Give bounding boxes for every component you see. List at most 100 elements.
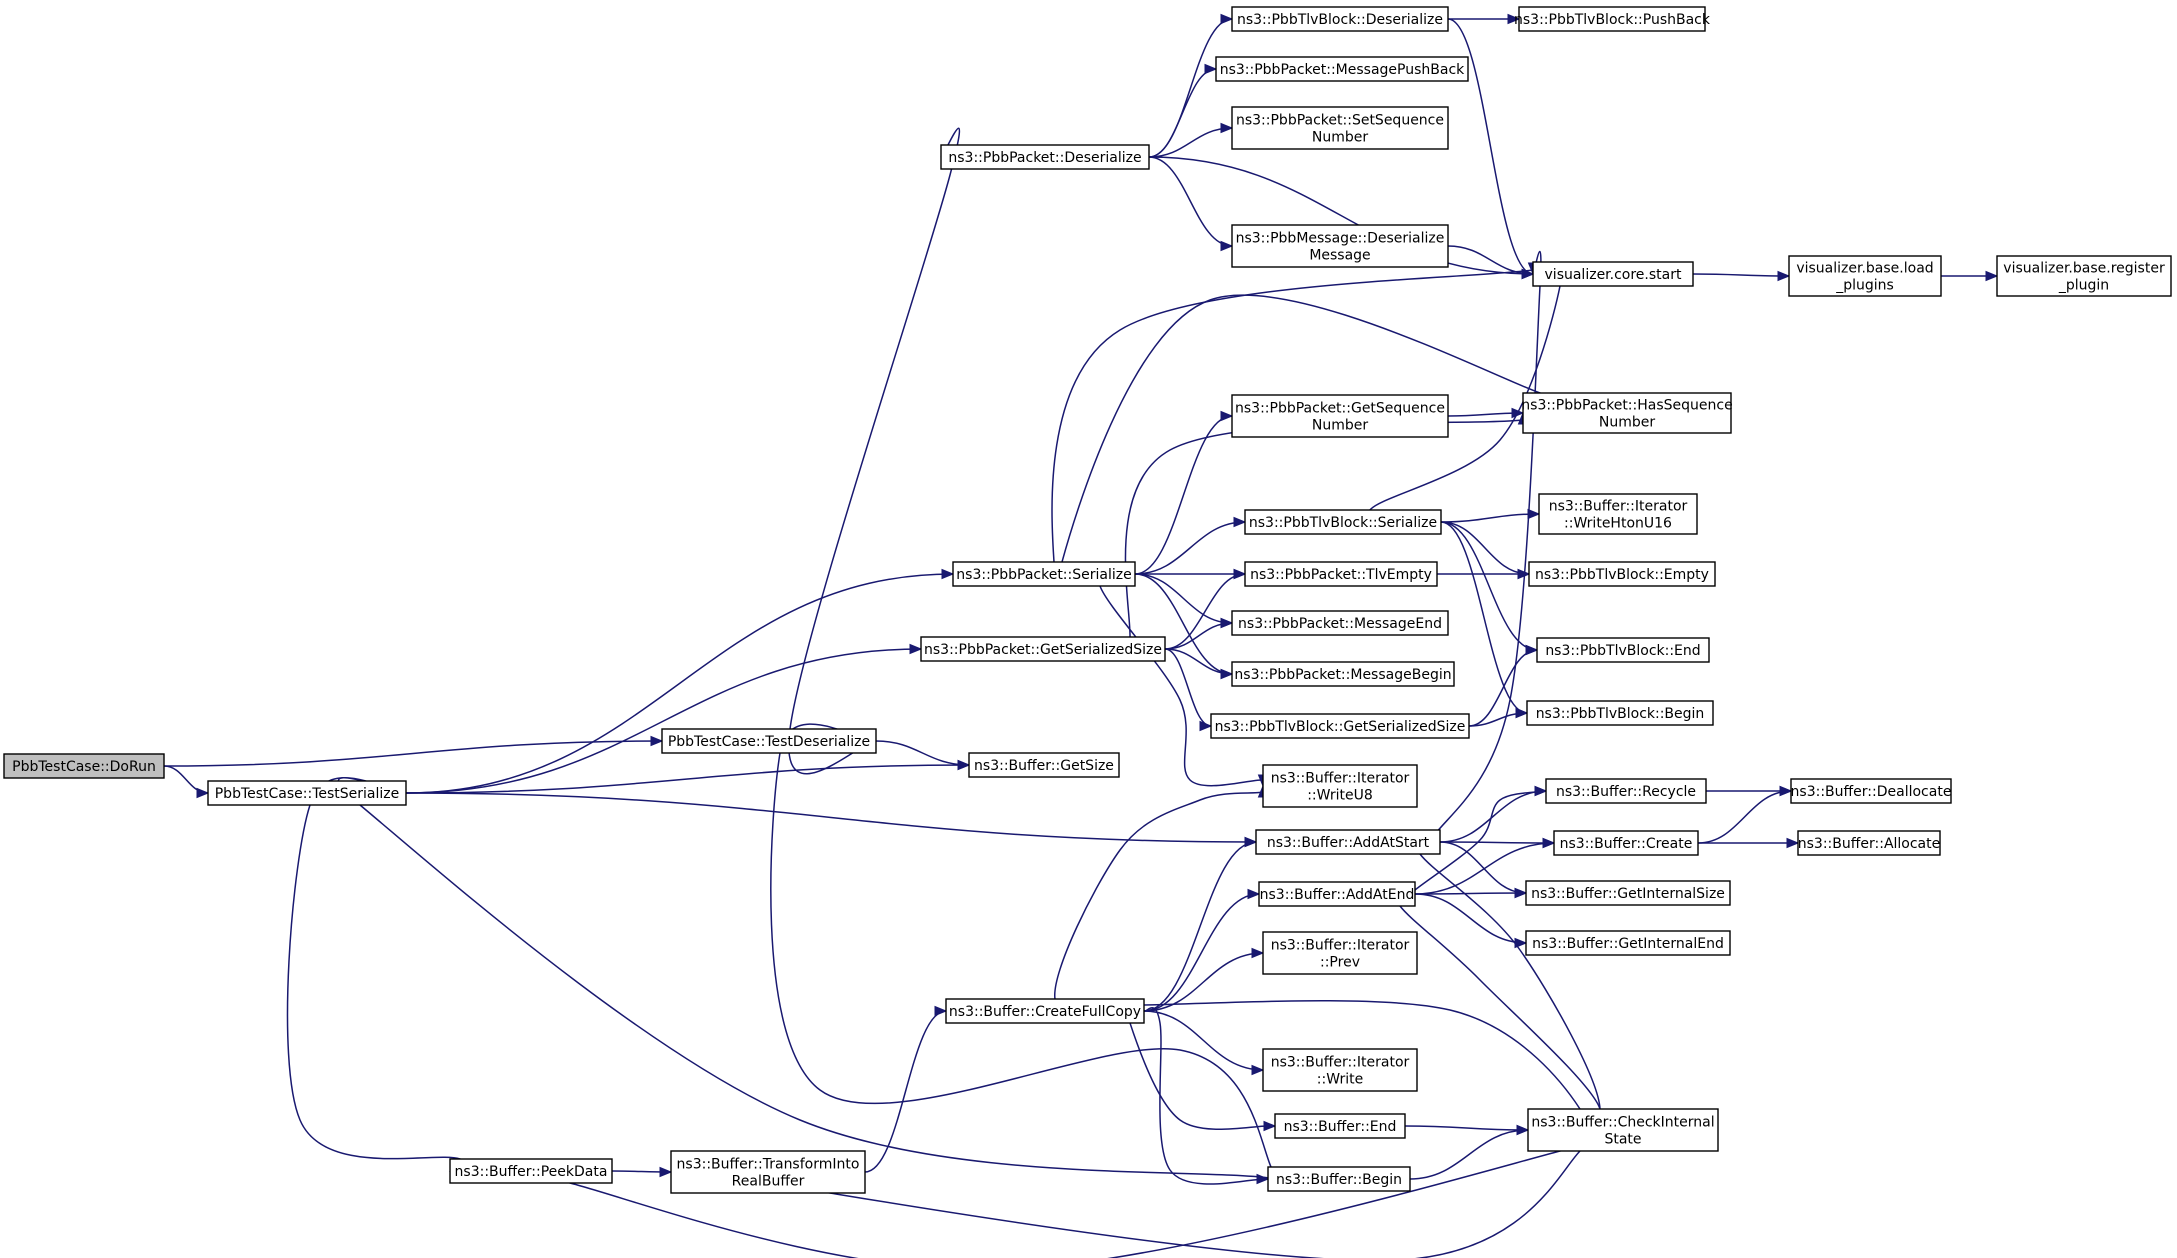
edge-create-to-deallocate — [1697, 785, 1793, 844]
node-label: Number — [1312, 130, 1368, 146]
node-pkt-serialize[interactable]: ns3::PbbPacket::Serialize — [952, 561, 1136, 587]
node-msgend[interactable]: ns3::PbbPacket::MessageEnd — [1231, 610, 1449, 636]
edge-line — [1148, 127, 1233, 158]
edge-pkt-serialize-to-msgbegin — [1134, 573, 1234, 680]
node-register-plugin[interactable]: visualizer.base.register_plugin — [1996, 255, 2172, 297]
node-box — [1525, 930, 1731, 956]
arrowhead-icon — [1527, 508, 1541, 520]
node-writehtonu16[interactable]: ns3::Buffer::Iterator::WriteHtonU16 — [1538, 493, 1698, 535]
edge-line — [1148, 18, 1233, 158]
node-tlv-deserialize[interactable]: ns3::PbbTlvBlock::Deserialize — [1231, 6, 1449, 32]
node-buf-begin[interactable]: ns3::Buffer::Begin — [1267, 1166, 1411, 1192]
node-testdeserialize[interactable]: PbbTestCase::TestDeserialize — [661, 728, 877, 754]
node-label: ns3::Buffer::Recycle — [1556, 784, 1696, 800]
node-label: _plugins — [1835, 278, 1894, 294]
node-msg-pushback[interactable]: ns3::PbbPacket::MessagePushBack — [1215, 56, 1469, 82]
node-tlv-begin[interactable]: ns3::PbbTlvBlock::Begin — [1526, 700, 1714, 726]
node-getinternalend[interactable]: ns3::Buffer::GetInternalEnd — [1525, 930, 1731, 956]
node-writeu8[interactable]: ns3::Buffer::Iterator::WriteU8 — [1262, 764, 1418, 808]
edge-testserialize-to-pkt-serialize — [405, 568, 955, 794]
edge-buf-end-to-checkinternal — [1404, 1124, 1530, 1136]
node-box — [1215, 56, 1469, 82]
node-addatend[interactable]: ns3::Buffer::AddAtEnd — [1258, 881, 1416, 907]
node-label: ns3::PbbTlvBlock::End — [1545, 643, 1700, 659]
node-label: ns3::PbbPacket::GetSerializedSize — [924, 642, 1162, 658]
node-recycle[interactable]: ns3::Buffer::Recycle — [1545, 778, 1707, 804]
edge-line — [1447, 245, 1534, 275]
node-peekdata[interactable]: ns3::Buffer::PeekData — [449, 1158, 613, 1184]
node-tlv-serialize[interactable]: ns3::PbbTlvBlock::Serialize — [1244, 509, 1442, 535]
edge-createfullcopy-to-addatend — [1143, 888, 1261, 1012]
node-pkt-deserialize[interactable]: ns3::PbbPacket::Deserialize — [940, 144, 1150, 170]
node-create[interactable]: ns3::Buffer::Create — [1553, 830, 1699, 856]
edge-line — [1143, 893, 1260, 1012]
node-box — [1231, 610, 1449, 636]
node-testserialize[interactable]: PbbTestCase::TestSerialize — [207, 780, 407, 806]
node-label: _plugin — [2058, 278, 2109, 294]
node-box — [1262, 764, 1418, 808]
node-tlv-end[interactable]: ns3::PbbTlvBlock::End — [1536, 637, 1710, 663]
edge-testserialize-to-pkt-getsize — [405, 643, 923, 794]
node-label: ::WriteU8 — [1307, 788, 1373, 804]
edge-createfullcopy-to-addatstart — [1143, 836, 1258, 1012]
edge-line — [875, 740, 970, 766]
node-core-start[interactable]: visualizer.core.start — [1532, 261, 1694, 287]
node-allocate[interactable]: ns3::Buffer::Allocate — [1797, 830, 1941, 856]
edge-pkt-serialize-to-msgend — [1134, 573, 1234, 629]
arrowhead-icon — [957, 759, 971, 771]
edge-peekdata-to-checkinternal — [547, 1129, 1594, 1258]
node-tlv-getsize[interactable]: ns3::PbbTlvBlock::GetSerializedSize — [1210, 713, 1470, 739]
edge-msg-deserialize-to-core-start — [1447, 245, 1535, 280]
node-dorun[interactable]: PbbTestCase::DoRun — [3, 753, 165, 779]
arrowhead-icon — [941, 568, 955, 580]
arrowhead-icon — [1515, 707, 1529, 719]
node-msgbegin[interactable]: ns3::PbbPacket::MessageBegin — [1231, 661, 1455, 687]
node-deallocate[interactable]: ns3::Buffer::Deallocate — [1790, 778, 1952, 804]
node-iter-write[interactable]: ns3::Buffer::Iterator::Write — [1262, 1048, 1418, 1092]
edge-pkt-getsize-to-msgbegin — [1164, 648, 1234, 680]
node-addatstart[interactable]: ns3::Buffer::AddAtStart — [1255, 829, 1441, 855]
edge-line — [1148, 156, 1233, 247]
edge-testserialize-to-buf-begin — [337, 777, 1305, 1184]
node-load-plugins[interactable]: visualizer.base.load_plugins — [1788, 255, 1942, 297]
edge-tlv-getsize-to-tlv-end — [1468, 644, 1539, 727]
node-tlv-empty[interactable]: ns3::PbbTlvBlock::Empty — [1528, 561, 1716, 587]
node-box — [670, 1150, 866, 1194]
node-getinternalsize[interactable]: ns3::Buffer::GetInternalSize — [1525, 880, 1731, 906]
node-label: ns3::Buffer::Create — [1560, 836, 1693, 852]
node-label: ::Prev — [1320, 955, 1360, 971]
node-pkt-getsize[interactable]: ns3::PbbPacket::GetSerializedSize — [920, 636, 1166, 662]
node-box — [1255, 829, 1441, 855]
node-tlv-pushback[interactable]: ns3::PbbTlvBlock::PushBack — [1514, 6, 1711, 32]
edge-transform-to-checkinternal — [796, 1129, 1585, 1258]
node-box — [449, 1158, 613, 1184]
arrowhead-icon — [1514, 937, 1528, 949]
node-label: ns3::Buffer::Iterator — [1271, 1055, 1410, 1071]
node-box — [1527, 1108, 1719, 1152]
nodes-layer: PbbTestCase::DoRunPbbTestCase::TestSeria… — [3, 6, 2172, 1194]
node-label: ns3::PbbPacket::MessageBegin — [1234, 667, 1451, 683]
node-box — [1231, 661, 1455, 687]
node-createfullcopy[interactable]: ns3::Buffer::CreateFullCopy — [945, 998, 1145, 1024]
node-label: PbbTestCase::DoRun — [12, 759, 156, 775]
node-tlvempty[interactable]: ns3::PbbPacket::TlvEmpty — [1244, 561, 1438, 587]
arrowhead-icon — [1204, 63, 1218, 75]
node-label: ns3::PbbPacket::MessagePushBack — [1220, 62, 1465, 78]
edge-line — [1440, 521, 1538, 651]
node-label: ns3::PbbTlvBlock::Deserialize — [1237, 12, 1443, 28]
node-buf-getsize[interactable]: ns3::Buffer::GetSize — [968, 752, 1120, 778]
edge-core-start-to-load-plugins — [1692, 270, 1791, 282]
node-label: ::WriteHtonU16 — [1564, 516, 1672, 532]
node-label: ns3::Buffer::Begin — [1276, 1172, 1402, 1188]
node-buf-end[interactable]: ns3::Buffer::End — [1274, 1113, 1406, 1139]
node-box — [1274, 1113, 1406, 1139]
arrowhead-icon — [196, 787, 210, 799]
node-box — [952, 561, 1136, 587]
node-prev[interactable]: ns3::Buffer::Iterator::Prev — [1262, 931, 1418, 975]
